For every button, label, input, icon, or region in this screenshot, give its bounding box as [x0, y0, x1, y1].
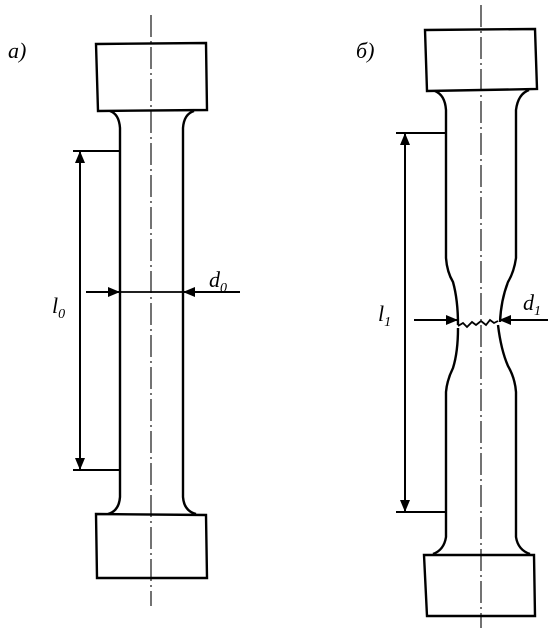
fracture-line — [457, 318, 499, 329]
d1-label: d1 — [523, 290, 541, 319]
specimen-after-fracture: б) l1 d1 — [356, 5, 548, 628]
specimen-a-top-grip — [94, 41, 209, 113]
specimen-before-test: а) l0 d0 — [8, 15, 240, 606]
l1-label: l1 — [378, 301, 391, 330]
panel-b-tag: б) — [356, 38, 374, 63]
specimen-a-gauge-section — [107, 109, 197, 516]
specimen-b-lower-half — [432, 324, 531, 556]
specimen-b-top-grip — [423, 27, 539, 93]
l0-label: l0 — [52, 293, 65, 322]
panel-a-tag: а) — [8, 38, 26, 63]
specimen-b-upper-half — [434, 88, 530, 326]
d0-label: d0 — [209, 267, 227, 296]
specimen-b-bottom-grip — [422, 553, 537, 618]
specimen-a-bottom-grip — [94, 512, 209, 580]
